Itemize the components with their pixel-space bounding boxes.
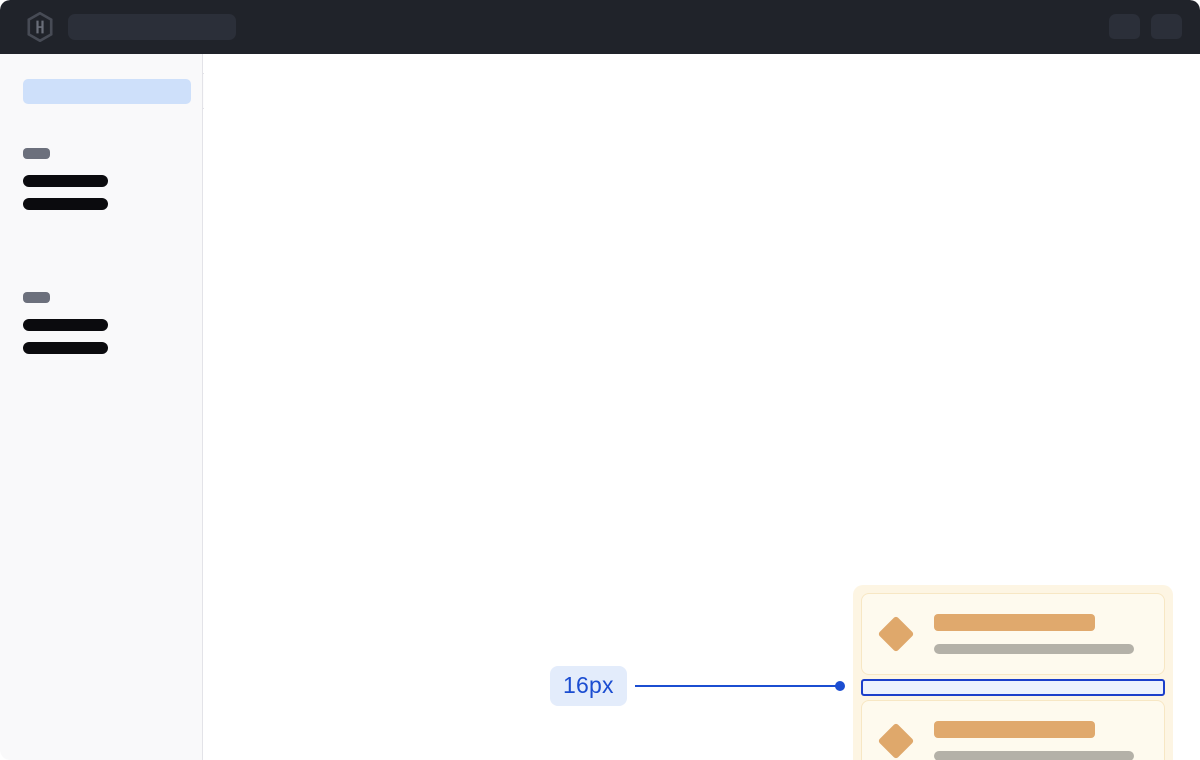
spacing-annotation: 16px — [550, 666, 845, 706]
topbar-actions — [1109, 14, 1182, 39]
top-navigation-bar — [0, 0, 1200, 54]
measurement-value-label: 16px — [550, 666, 627, 706]
sidebar-item-group1-1[interactable] — [23, 198, 108, 210]
list-item[interactable] — [861, 700, 1165, 760]
sidebar-group-1-label — [23, 148, 50, 159]
list-item-subtitle — [934, 751, 1134, 760]
sidebar — [0, 54, 203, 760]
leader-line-icon — [634, 685, 838, 687]
gap-measurement-highlight[interactable] — [861, 679, 1165, 696]
sidebar-group-2-label — [23, 292, 50, 303]
sidebar-item-group2-1[interactable] — [23, 342, 108, 354]
body-region: 16px — [0, 54, 1200, 760]
card-stack-container — [853, 585, 1173, 760]
hashicorp-hexagon-logo-icon[interactable] — [25, 12, 55, 42]
list-item-text — [934, 614, 1134, 654]
list-item-subtitle — [934, 644, 1134, 654]
sidebar-item-group2-0[interactable] — [23, 319, 108, 331]
topbar-action-1-button[interactable] — [1109, 14, 1140, 39]
sidebar-group-2 — [23, 292, 108, 354]
sidebar-group-1 — [23, 148, 108, 210]
search-input[interactable] — [68, 14, 236, 40]
list-item[interactable] — [861, 593, 1165, 675]
topbar-action-2-button[interactable] — [1151, 14, 1182, 39]
diamond-icon — [877, 722, 915, 760]
list-item-title — [934, 721, 1095, 738]
list-item-text — [934, 721, 1134, 760]
sidebar-item-group1-0[interactable] — [23, 175, 108, 187]
measurement-endpoint-dot-icon — [834, 681, 845, 691]
sidebar-item-active[interactable] — [23, 79, 191, 104]
diamond-icon — [877, 615, 915, 653]
list-item-title — [934, 614, 1095, 631]
